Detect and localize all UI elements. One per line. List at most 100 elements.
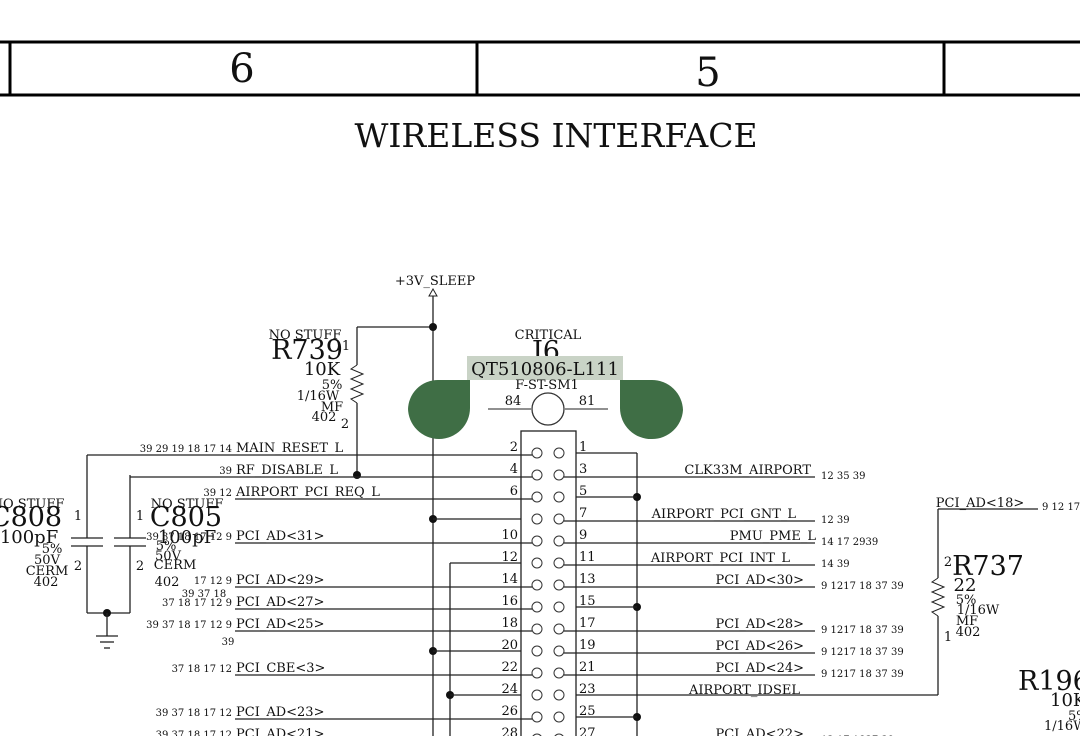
net-refs-right: 12 35 39 bbox=[821, 471, 866, 482]
connector-pin-right bbox=[553, 447, 565, 459]
c805-type: CERM bbox=[154, 558, 197, 573]
connector-pin-left bbox=[531, 667, 543, 679]
j6-connector-body bbox=[520, 430, 577, 736]
connector-pin-left bbox=[531, 535, 543, 547]
pin-number-right: 23 bbox=[579, 682, 596, 697]
power-arrow-icon bbox=[428, 287, 438, 297]
ground-icon bbox=[96, 613, 118, 649]
zone-frame bbox=[0, 40, 1080, 97]
connector-pin-right bbox=[553, 579, 565, 591]
pin-number-left: 26 bbox=[501, 704, 518, 719]
c808-voltage: 50V bbox=[34, 553, 61, 568]
connector-pin-right bbox=[553, 689, 565, 701]
pin-number-left: 2 bbox=[510, 440, 518, 455]
pin-number-right: 21 bbox=[579, 660, 596, 675]
c808-pin1: 1 bbox=[74, 509, 82, 524]
net-refs-left: 39 bbox=[219, 466, 232, 477]
c805-pin2: 2 bbox=[136, 559, 144, 574]
pin-number-right: 13 bbox=[579, 572, 596, 587]
net-label-left: PCI_AD<29> bbox=[236, 573, 324, 588]
net-label-right: PMU_PME_L bbox=[730, 529, 817, 544]
c808-refdes: C808 bbox=[0, 502, 62, 533]
net-label-right: PCI_AD<30> bbox=[716, 573, 804, 588]
zone-label-left: 6 bbox=[229, 46, 254, 92]
ad29-refs-line2: 39 37 18 bbox=[182, 589, 227, 600]
connector-pin-left bbox=[531, 469, 543, 481]
net-label-left: AIRPORT_PCI_REQ_L bbox=[235, 485, 380, 500]
j6-mount-hole-icon bbox=[531, 392, 565, 426]
net-label-left: RF_DISABLE_L bbox=[236, 463, 338, 478]
c805-refdes: C805 bbox=[150, 502, 222, 533]
r737-resistor-body bbox=[930, 577, 946, 617]
j6-critical: CRITICAL bbox=[515, 328, 582, 343]
pin-number-left: 6 bbox=[510, 484, 518, 499]
connector-pin-left bbox=[531, 645, 543, 657]
connector-pin-right bbox=[553, 711, 565, 723]
net-refs-left: 39 37 18 17 12 9 bbox=[146, 620, 232, 631]
net-label-right: AIRPORT_PCI_GNT_L bbox=[651, 507, 797, 522]
pin-number-right: 3 bbox=[579, 462, 587, 477]
junction-dot bbox=[353, 471, 361, 479]
net-label-right: CLK33M_AIRPORT bbox=[684, 463, 811, 478]
net-refs-left: 37 18 17 12 bbox=[172, 664, 232, 675]
cap-c808 bbox=[71, 455, 103, 613]
c808-tolerance: 5% bbox=[42, 542, 63, 557]
net-label-right: PCI_AD<24> bbox=[716, 661, 804, 676]
j6-pin-81: 81 bbox=[579, 394, 596, 409]
c805-value: 100pF bbox=[158, 527, 216, 548]
net-refs-right: 9 1217 18 37 39 bbox=[821, 669, 904, 680]
net-label-right: PCI_AD<28> bbox=[716, 617, 804, 632]
pin-number-left: 28 bbox=[501, 726, 518, 736]
c805-package: 402 bbox=[155, 575, 180, 590]
connector-pin-right bbox=[553, 535, 565, 547]
j6-pin-84: 84 bbox=[505, 394, 522, 409]
net-refs-left: 39 29 19 18 17 14 bbox=[140, 444, 232, 455]
pin-number-left: 10 bbox=[501, 528, 518, 543]
pin-number-right: 11 bbox=[579, 550, 596, 565]
pin-number-right: 27 bbox=[579, 726, 596, 736]
net-refs-left: 39 37 18 17 12 9 bbox=[146, 532, 232, 543]
junction-dot bbox=[429, 323, 437, 331]
r737-value: 22 bbox=[954, 575, 977, 596]
net-refs-right: 14 39 bbox=[821, 559, 850, 570]
c805-nostuff: NO STUFF bbox=[151, 497, 224, 512]
connector-pin-left bbox=[531, 557, 543, 569]
pin-number-left: 14 bbox=[501, 572, 518, 587]
net-refs-right: 14 17 2939 bbox=[821, 537, 878, 548]
net-label-left: PCI_AD<25> bbox=[236, 617, 324, 632]
zone-label-right: 5 bbox=[695, 50, 720, 96]
connector-pin-left bbox=[531, 711, 543, 723]
pin-number-left: 12 bbox=[501, 550, 518, 565]
pin-number-right: 19 bbox=[579, 638, 596, 653]
c808-package: 402 bbox=[34, 575, 59, 590]
pin-number-left: 16 bbox=[501, 594, 518, 609]
net-refs-right: 9 1217 18 37 39 bbox=[821, 625, 904, 636]
c805-pin1: 1 bbox=[136, 509, 144, 524]
net-refs-left: 39 12 bbox=[203, 488, 232, 499]
connector-pin-left bbox=[531, 579, 543, 591]
r196-power: 1/16W bbox=[1044, 719, 1080, 734]
net-refs-left: 17 12 9 bbox=[194, 576, 232, 587]
ad27-refs-line2: 39 bbox=[222, 637, 235, 648]
net-label-left: MAIN_RESET_L bbox=[236, 441, 344, 456]
net-label-left: PCI_AD<27> bbox=[236, 595, 324, 610]
connector-pin-right bbox=[553, 645, 565, 657]
c808-pin2: 2 bbox=[74, 559, 82, 574]
r737-net-refs: 9 12 17 bbox=[1042, 502, 1080, 513]
pin-number-left: 18 bbox=[501, 616, 518, 631]
c808-nostuff: NO STUFF bbox=[0, 497, 64, 512]
connector-pin-left bbox=[531, 447, 543, 459]
pin-number-left: 22 bbox=[501, 660, 518, 675]
r739-pin1: 1 bbox=[342, 339, 350, 354]
connector-pin-left bbox=[531, 689, 543, 701]
c805-voltage: 50V bbox=[155, 549, 182, 564]
net-refs-left: 39 37 18 17 12 bbox=[156, 730, 232, 736]
pin-number-right: 15 bbox=[579, 594, 596, 609]
connector-pin-right bbox=[553, 513, 565, 525]
r737-pin2: 2 bbox=[944, 555, 952, 570]
r739-package: 402 bbox=[312, 410, 337, 425]
r196-value: 10K bbox=[1050, 690, 1080, 711]
power-net-label: +3V_SLEEP bbox=[395, 274, 476, 289]
connector-pin-left bbox=[531, 601, 543, 613]
connector-pin-right bbox=[553, 469, 565, 481]
